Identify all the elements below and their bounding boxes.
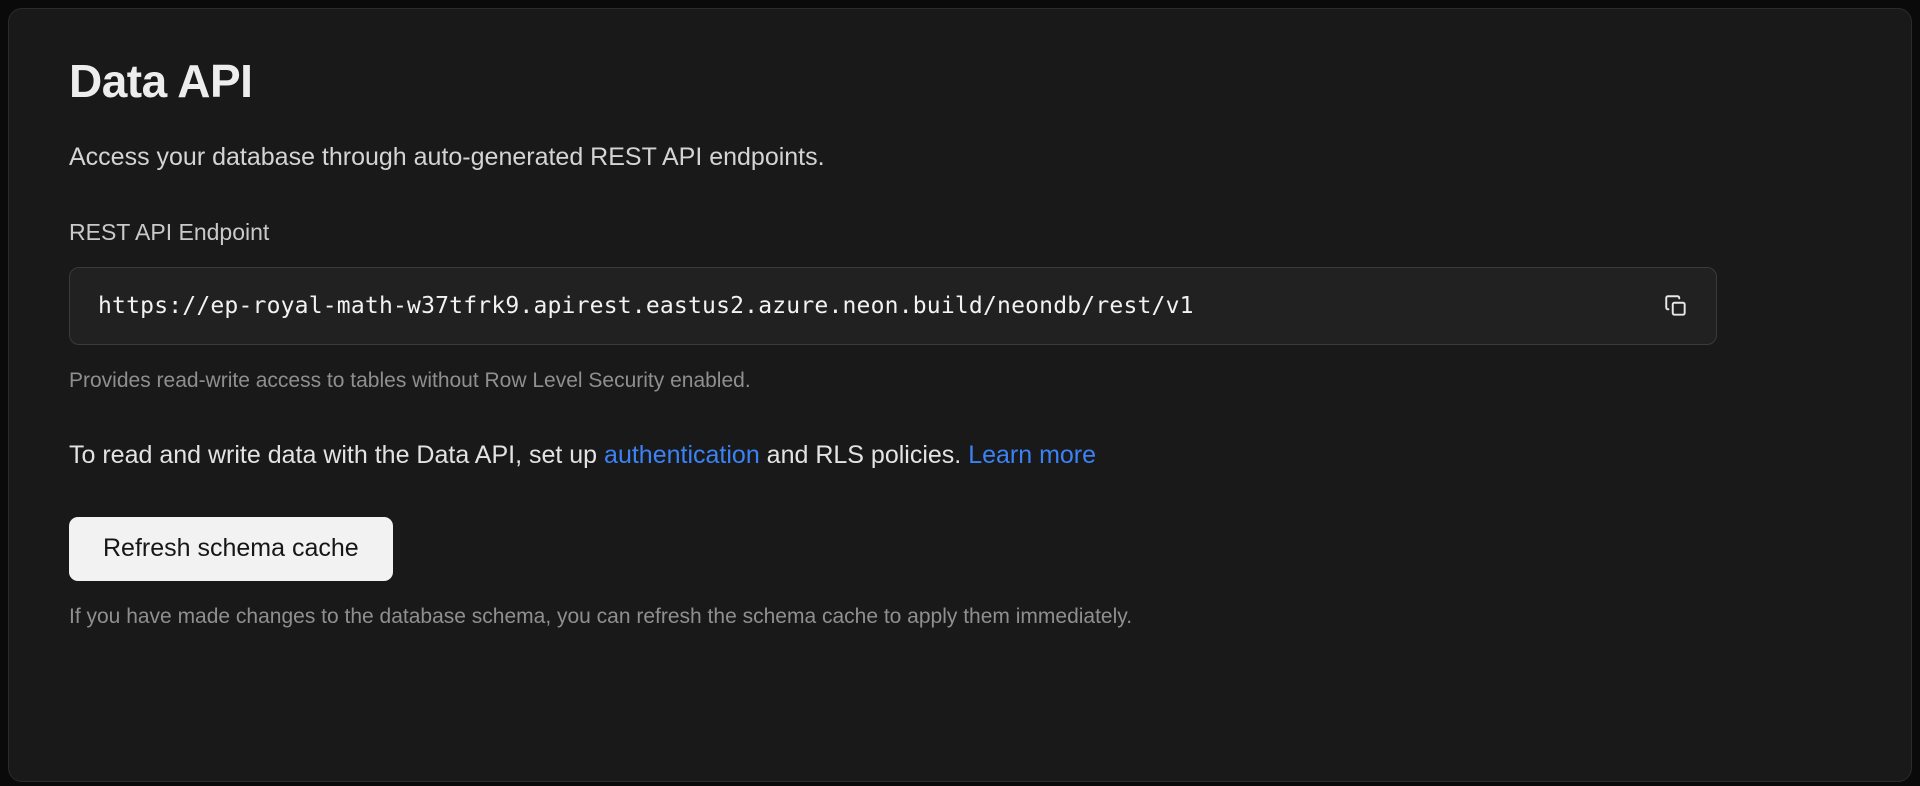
page-description: Access your database through auto-genera… xyxy=(69,143,825,172)
copy-endpoint-button[interactable] xyxy=(1654,284,1698,328)
data-api-card: Data API Access your database through au… xyxy=(8,8,1912,782)
rest-api-endpoint-label: REST API Endpoint xyxy=(69,219,270,246)
authentication-link[interactable]: authentication xyxy=(604,440,760,469)
rls-text-middle: and RLS policies. xyxy=(759,440,969,469)
rls-setup-text: To read and write data with the Data API… xyxy=(69,439,1851,473)
refresh-schema-footnote: If you have made changes to the database… xyxy=(69,604,1133,628)
learn-more-link[interactable]: Learn more xyxy=(968,440,1097,469)
refresh-schema-cache-button[interactable]: Refresh schema cache xyxy=(69,516,393,581)
copy-icon xyxy=(1663,293,1689,319)
endpoint-help-text: Provides read-write access to tables wit… xyxy=(69,368,751,392)
rest-api-endpoint-field[interactable]: https://ep-royal-math-w37tfrk9.apirest.e… xyxy=(69,266,1717,345)
rls-text-prefix: To read and write data with the Data API… xyxy=(69,440,605,469)
page-title: Data API xyxy=(69,55,253,107)
rest-api-endpoint-value[interactable]: https://ep-royal-math-w37tfrk9.apirest.e… xyxy=(98,292,1194,319)
